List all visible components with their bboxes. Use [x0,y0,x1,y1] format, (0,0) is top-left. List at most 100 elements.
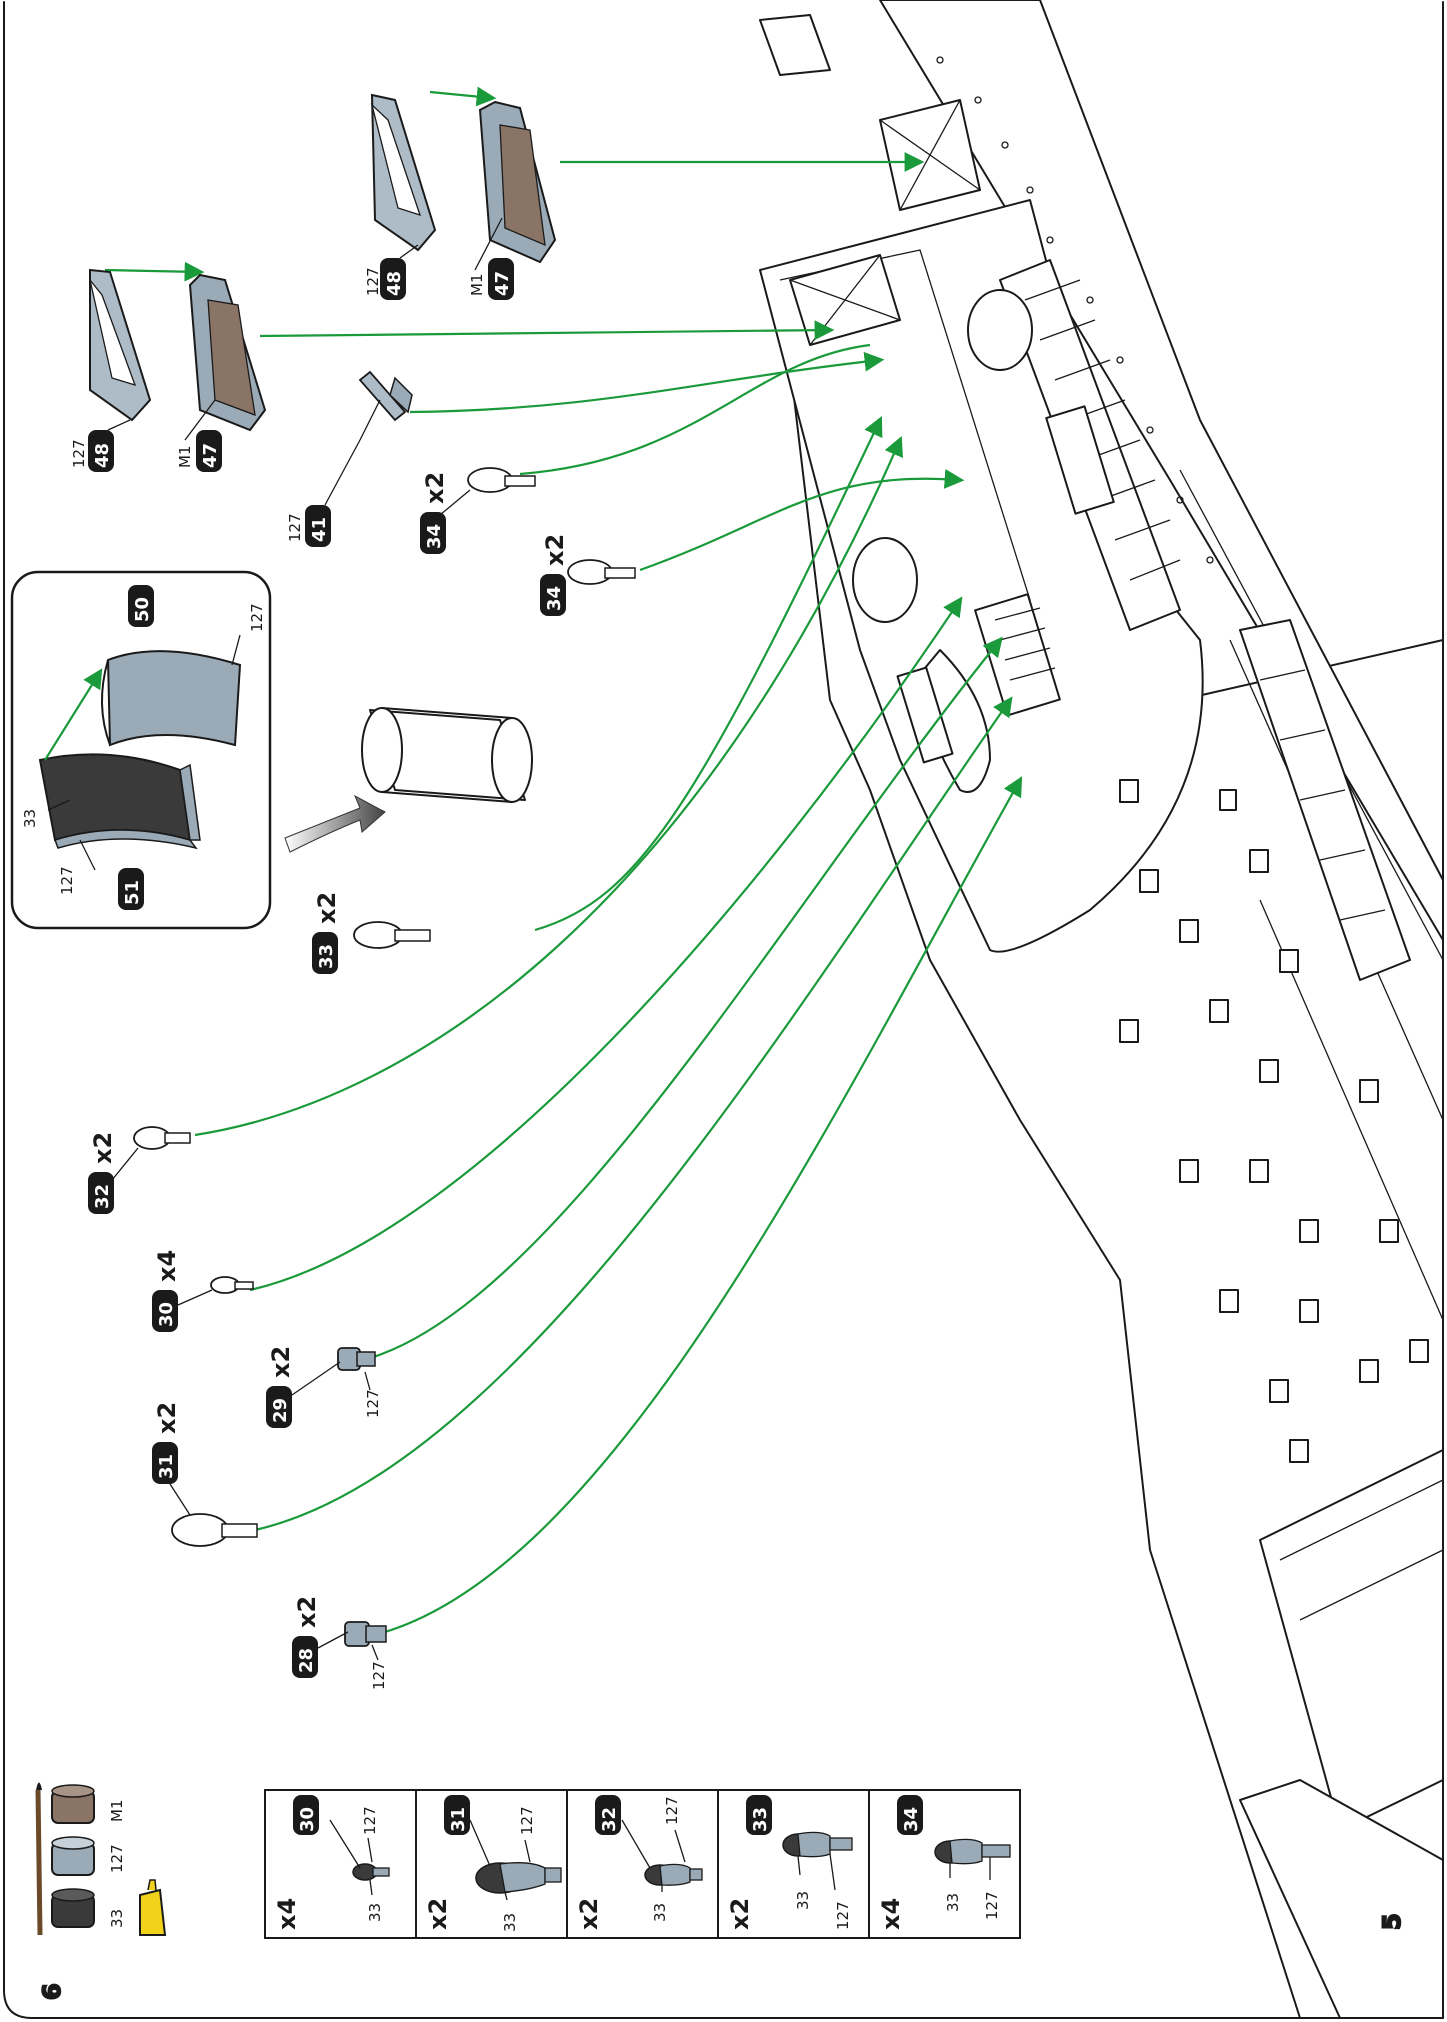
svg-text:x2: x2 [293,1596,321,1628]
part-48-lower [89,268,152,422]
color-guide-cell-33: 33 x2 33 127 [726,1795,852,1930]
funnel-lower [852,537,918,623]
inset-label-50: 50 127 [128,585,266,666]
svg-text:M1: M1 [468,274,486,297]
part-33 [353,921,431,949]
color-guide-part-34-graphic [934,1838,1011,1865]
svg-text:x2: x2 [153,1402,181,1434]
part-47-upper [478,100,557,264]
svg-text:127: 127 [364,267,382,296]
color-guide-cell-31: 31 x2 33 127 [424,1795,536,1932]
svg-text:x2: x2 [726,1898,754,1930]
svg-text:x4: x4 [877,1898,905,1930]
part-47-lower [188,273,267,432]
side-walkway [1239,619,1411,981]
svg-text:33: 33 [944,1893,962,1912]
callout-29: 29 x2 127 [266,1346,382,1428]
svg-text:34: 34 [901,1807,922,1832]
part-51 [38,753,201,850]
portholes [936,56,1214,564]
callout-32: 32 x2 [88,1132,139,1214]
paint-pot-33 [51,1888,95,1928]
connector-lines [104,86,1023,1634]
part-41 [358,370,413,441]
svg-text:M1: M1 [176,446,194,469]
svg-text:x4: x4 [153,1250,181,1282]
step-number: 6 [38,1983,66,2000]
funnel-upper [967,289,1033,371]
deck-assembly [759,0,1444,2019]
callout-41: 41 127 [286,439,361,547]
bow-equipment [759,14,831,76]
svg-text:33: 33 [794,1891,812,1910]
svg-text:34: 34 [424,524,445,549]
svg-text:127: 127 [58,866,76,895]
callout-33: 33 x2 [312,892,341,974]
svg-text:127: 127 [834,1901,852,1930]
part-31 [171,1513,258,1547]
callout-31: 31 x2 [152,1402,191,1516]
callout-48-lower: 48 127 [70,419,131,472]
part-32 [133,1126,191,1150]
svg-text:127: 127 [70,439,88,468]
color-guide-part-30-graphic [352,1863,390,1881]
hull-side [879,0,1444,941]
brush-icon [35,1782,43,1936]
svg-text:33: 33 [501,1913,519,1932]
svg-text:x2: x2 [313,892,341,924]
callout-30: 30 x4 [152,1250,213,1332]
svg-text:30: 30 [156,1302,177,1327]
bridge-platform [759,199,1204,953]
callout-48-upper: 48 127 [364,244,419,300]
svg-text:127: 127 [518,1806,536,1835]
svg-text:31: 31 [448,1807,469,1832]
color-guide-cell-32: 32 x2 33 127 [575,1795,686,1930]
svg-text:127: 127 [370,1661,388,1690]
svg-text:41: 41 [309,517,330,542]
part-34-a [467,467,536,493]
svg-text:47: 47 [492,271,513,296]
paint-label-127: 127 [108,1844,126,1873]
callout-47-lower: 47 M1 [176,399,222,472]
part-48-upper [370,93,437,252]
svg-text:47: 47 [200,443,221,468]
svg-text:33: 33 [366,1903,384,1922]
part-50 [101,650,242,747]
part-28 [344,1621,387,1647]
svg-text:32: 32 [92,1184,113,1209]
paint-legend [35,1782,167,1936]
svg-text:127: 127 [361,1806,379,1835]
svg-text:29: 29 [270,1398,291,1423]
deck-fittings [896,405,1429,1583]
glue-tube-icon [139,1879,167,1936]
svg-text:51: 51 [122,880,143,905]
svg-text:33: 33 [750,1807,771,1832]
callout-47-upper: 47 M1 [468,217,514,300]
svg-text:48: 48 [92,443,113,468]
color-guide-part-33-graphic [782,1831,853,1858]
paint-label-33: 33 [108,1909,126,1928]
svg-text:x2: x2 [421,472,449,504]
color-guide-part-31-graphic [475,1862,562,1894]
svg-text:x2: x2 [89,1132,117,1164]
page-frame-left [3,1,1444,2019]
color-guide-cell-34: 34 x4 33 127 [877,1795,1001,1930]
svg-text:x2: x2 [575,1898,603,1930]
svg-text:34: 34 [544,586,565,611]
callout-34-b: 34 x2 [540,534,569,616]
part-30 [210,1276,254,1294]
callout-34-a: 34 x2 [420,472,471,554]
part-29 [337,1347,376,1371]
paint-pot-M1 [51,1784,95,1824]
next-step-number: 5 [1378,1913,1406,1930]
svg-text:32: 32 [599,1807,620,1832]
assembled-cylinder [361,707,533,803]
transform-arrow [284,794,386,853]
color-guide-cell-30: 30 x4 33 127 [273,1795,384,1930]
svg-text:x2: x2 [267,1346,295,1378]
svg-text:33: 33 [316,944,337,969]
color-guide-table [264,1789,1021,1939]
color-guide-part-32-graphic [644,1863,703,1886]
